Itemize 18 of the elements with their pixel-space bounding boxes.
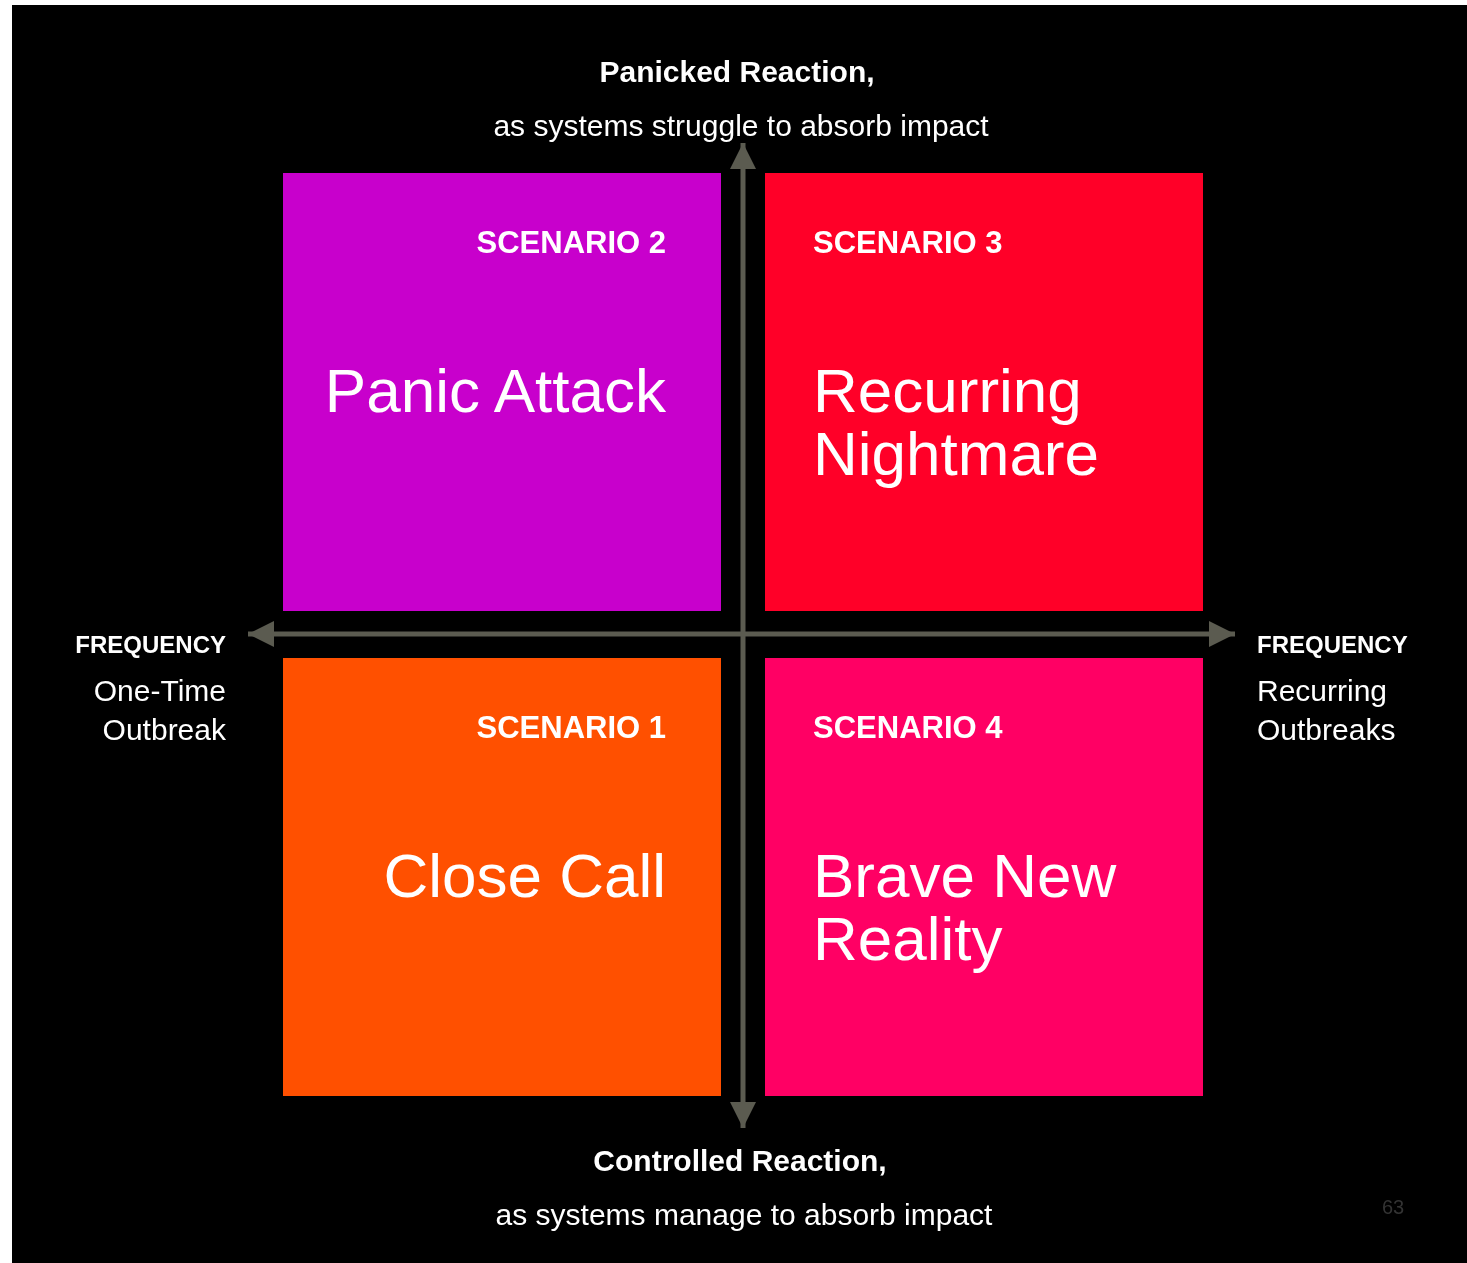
- axis-description: Recurring Outbreaks: [1257, 673, 1397, 748]
- quadrant-box: [283, 658, 721, 1096]
- quadrant-box: [283, 173, 721, 611]
- axis-title: Panicked Reaction,: [599, 54, 875, 90]
- quadrant-box: [765, 658, 1203, 1096]
- axis-title: Controlled Reaction,: [593, 1143, 887, 1179]
- scenario-number: SCENARIO 4: [813, 710, 1003, 746]
- scenario-number: SCENARIO 2: [476, 225, 666, 261]
- axis-title: FREQUENCY: [75, 630, 226, 660]
- axis-title: FREQUENCY: [1257, 630, 1408, 660]
- scenario-title: Panic Attack: [323, 359, 666, 422]
- axis-description: One-Time Outbreak: [92, 673, 226, 748]
- scenario-number: SCENARIO 1: [476, 710, 666, 746]
- scenario-number: SCENARIO 3: [813, 225, 1003, 261]
- scenario-title: Close Call: [382, 844, 666, 907]
- quadrant-box: [765, 173, 1203, 611]
- axis-description: as systems struggle to absorb impact: [493, 108, 989, 144]
- axis-description: as systems manage to absorb impact: [495, 1197, 993, 1233]
